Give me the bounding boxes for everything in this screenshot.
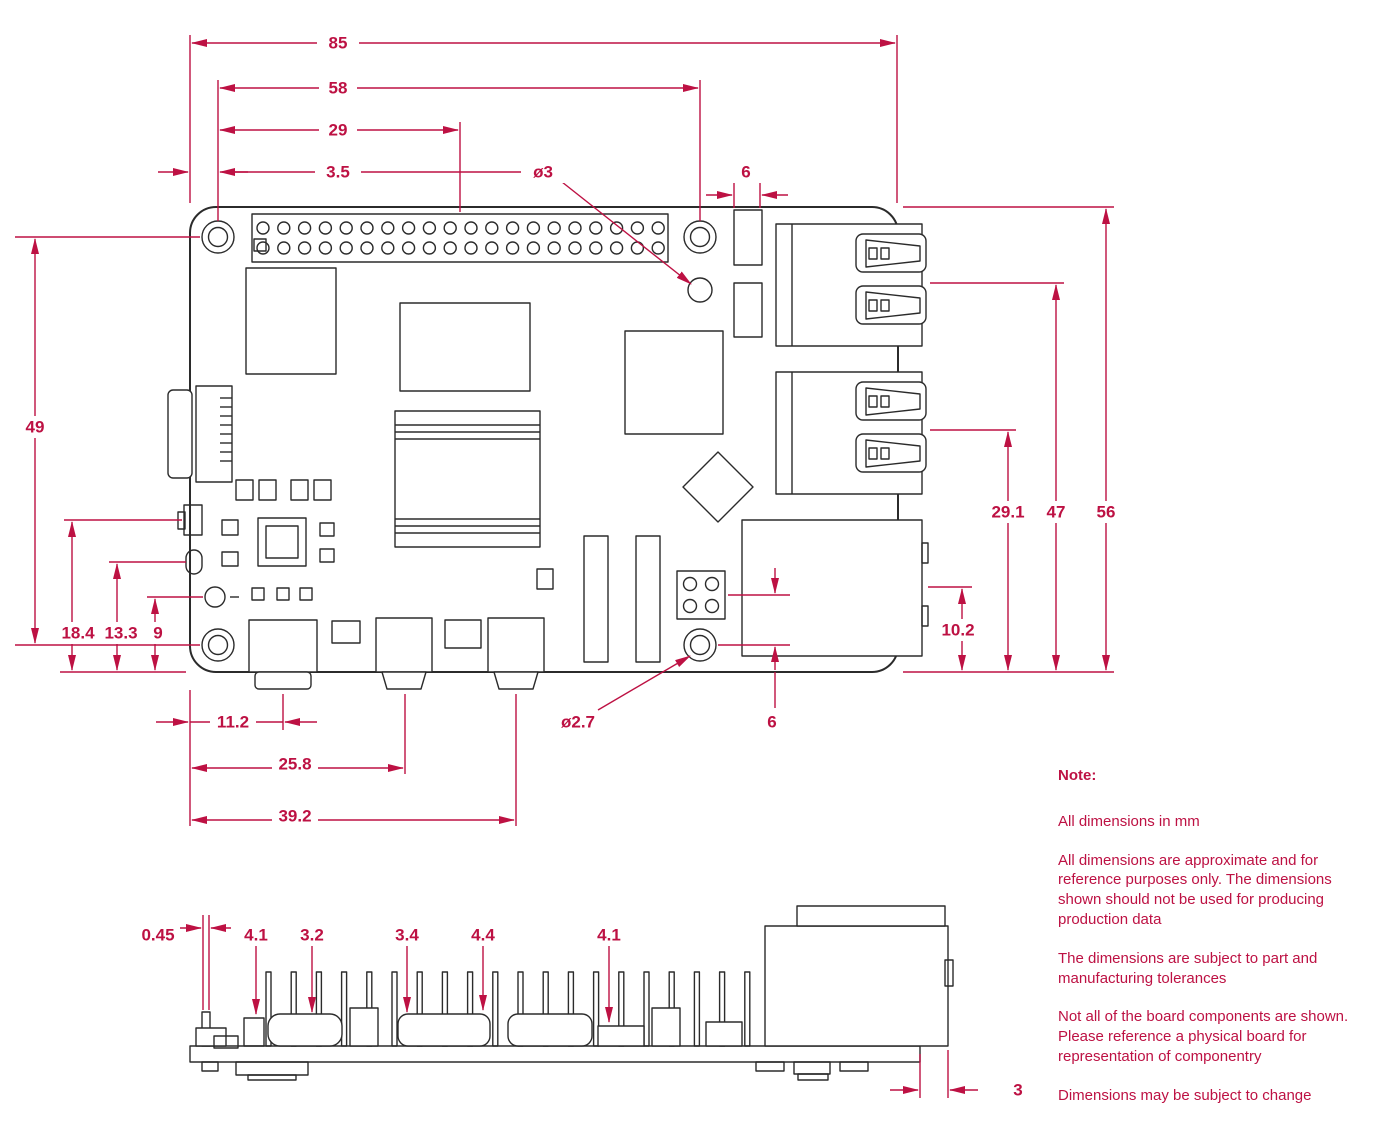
top-right-component-b xyxy=(733,282,763,338)
hdmi-0-side xyxy=(397,1013,491,1047)
small-side-component xyxy=(243,1017,265,1047)
dim-label-49: 49 xyxy=(26,418,45,437)
note-item-units: All dimensions in mm xyxy=(1058,812,1200,830)
dim-label-3-5: 3.5 xyxy=(326,163,350,182)
dim-label-4-1a: 4.1 xyxy=(244,926,268,945)
mipi-connector-0 xyxy=(583,535,609,663)
dim-label-3-2: 3.2 xyxy=(300,926,324,945)
gpio-pin-holes xyxy=(256,221,665,255)
left-end-connector xyxy=(195,1027,227,1047)
note-item-tolerances: The dimensions are subject to part and m… xyxy=(1058,949,1318,987)
mounting-hole-top-left xyxy=(201,220,235,254)
micro-hdmi-0-protrusion xyxy=(381,671,427,690)
usb-c-power-connector xyxy=(248,619,318,673)
memory-chip xyxy=(245,267,337,375)
side-component-c xyxy=(651,1007,681,1047)
display-connector xyxy=(195,385,233,483)
display-connector-teeth xyxy=(220,397,232,462)
dim-label-10-2: 10.2 xyxy=(941,621,974,640)
gpio-pin1-marker xyxy=(253,238,267,252)
dim-label-29: 29 xyxy=(329,121,348,140)
note-item-approximate: All dimensions are approximate and for r… xyxy=(1058,851,1332,928)
usb-c-protrusion xyxy=(254,671,312,690)
diamond-component xyxy=(682,451,754,523)
top-right-component-a xyxy=(733,209,763,266)
ethernet-tab xyxy=(921,605,929,627)
dim-label-4-4: 4.4 xyxy=(471,926,495,945)
dim-label-39-2: 39.2 xyxy=(278,807,311,826)
dim-label-6-top: 6 xyxy=(741,163,750,182)
mipi-connector-1 xyxy=(635,535,661,663)
notes-panel: Note: All dimensions in mm All dimension… xyxy=(1058,766,1358,1125)
soc-chip xyxy=(399,302,531,392)
dim-label-85: 85 xyxy=(329,34,348,53)
dim-label-3-4: 3.4 xyxy=(395,926,419,945)
dim-label-11-2: 11.2 xyxy=(217,713,249,732)
dim-label-4-1b: 4.1 xyxy=(597,926,621,945)
note-item-components: Not all of the board components are show… xyxy=(1058,1008,1349,1065)
gpio-header xyxy=(251,213,669,263)
dim-label-3: 3 xyxy=(1013,1081,1022,1100)
board-top-view xyxy=(167,206,929,690)
side-component-d xyxy=(705,1021,743,1047)
under-board-components xyxy=(201,1061,869,1081)
dim-label-13-3: 13.3 xyxy=(104,624,137,643)
poe-header xyxy=(676,570,726,620)
usb-stack-top-side xyxy=(796,905,946,927)
dimension-labels: 85 58 29 3.5 ø3 6 49 29.1 47 56 18.4 13.… xyxy=(17,32,1122,1100)
board-side-view xyxy=(189,905,954,1081)
ethernet-tab xyxy=(921,542,929,564)
io-controller-chip xyxy=(624,330,724,435)
mounting-hole-bottom-right xyxy=(683,628,717,662)
dim-label-dia2-7: ø2.7 xyxy=(561,713,595,732)
dim-label-29-1: 29.1 xyxy=(991,503,1024,522)
usb-c-side xyxy=(267,1013,343,1047)
test-point xyxy=(204,586,226,608)
edge-component xyxy=(185,549,203,575)
usb-ethernet-side xyxy=(764,925,949,1047)
hdmi-1-side xyxy=(507,1013,593,1047)
mounting-hole-bottom-left xyxy=(201,628,235,662)
dim-label-dia3: ø3 xyxy=(533,163,553,182)
side-component-b xyxy=(597,1025,645,1047)
pcb-cross-section xyxy=(189,1045,921,1063)
dim-label-6-bottom: 6 xyxy=(767,713,776,732)
dim-label-56: 56 xyxy=(1097,503,1116,522)
micro-hdmi-0 xyxy=(375,617,433,673)
power-button xyxy=(183,504,203,536)
dim-label-0-45: 0.45 xyxy=(141,926,174,945)
dim-label-58: 58 xyxy=(329,79,348,98)
dim-label-47: 47 xyxy=(1047,503,1066,522)
usb-latch-side xyxy=(944,959,954,987)
passive-components xyxy=(221,479,554,649)
dim-label-9: 9 xyxy=(153,624,162,643)
side-component-a xyxy=(349,1007,379,1047)
micro-hdmi-1 xyxy=(487,617,545,673)
note-item-change: Dimensions may be subject to change xyxy=(1058,1086,1312,1104)
dimension-lines xyxy=(15,35,1114,1098)
dim-label-25-8: 25.8 xyxy=(278,755,311,774)
small-hole-3mm xyxy=(687,277,713,303)
ethernet-jack xyxy=(741,519,923,657)
micro-hdmi-1-protrusion xyxy=(493,671,539,690)
notes-title: Note: xyxy=(1058,767,1097,784)
display-connector-tab xyxy=(167,389,193,479)
dim-label-18-4: 18.4 xyxy=(61,624,95,643)
left-end-component xyxy=(213,1035,239,1049)
mounting-hole-top-right xyxy=(683,220,717,254)
striped-component xyxy=(394,410,541,548)
